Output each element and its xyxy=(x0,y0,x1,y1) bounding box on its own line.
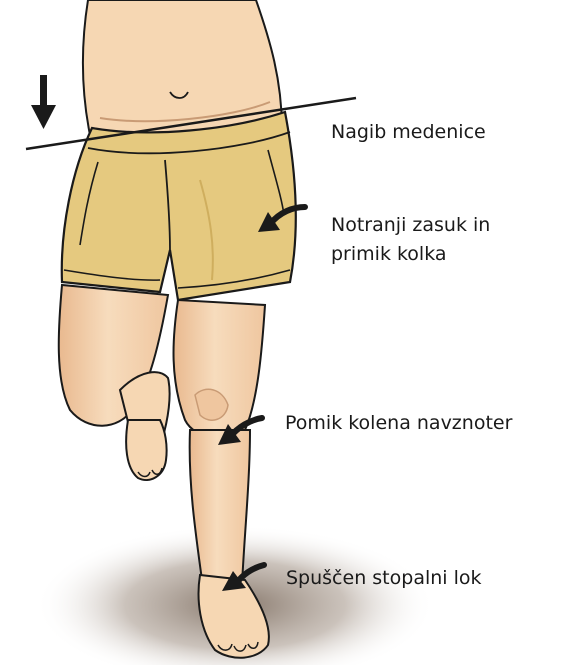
label-pelvic-tilt: Nagib medenice xyxy=(331,118,486,147)
standing-shin xyxy=(190,430,250,585)
label-foot-arch: Spuščen stopalni lok xyxy=(286,564,482,593)
down-arrow-icon xyxy=(31,75,56,129)
label-hip-rotation-line2: primik kolka xyxy=(331,240,490,269)
label-knee-valgus: Pomik kolena navznoter xyxy=(285,409,512,438)
label-hip-rotation-line1: Notranji zasuk in xyxy=(331,211,490,240)
label-hip-rotation: Notranji zasuk in primik kolka xyxy=(331,211,490,269)
